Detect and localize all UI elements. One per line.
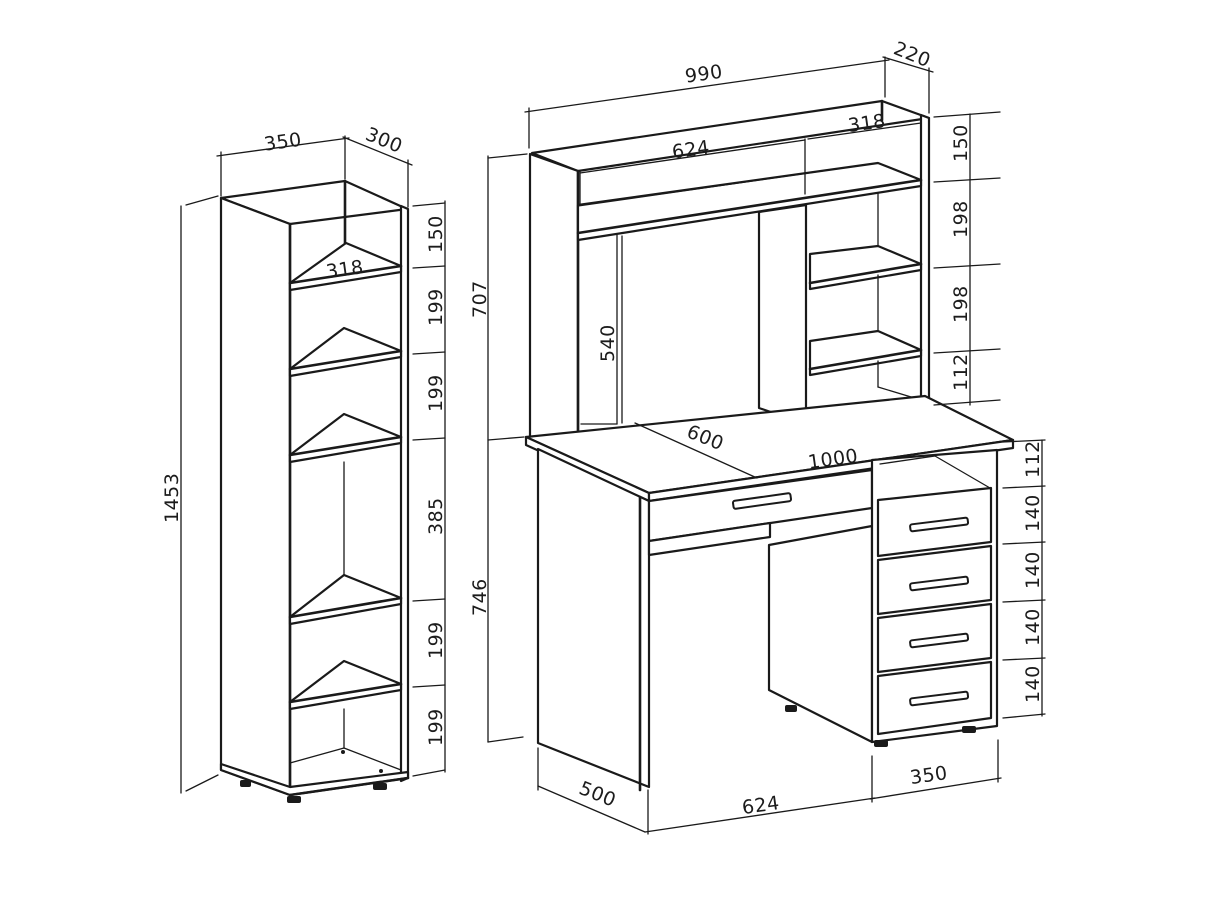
desk-foot [874, 740, 888, 747]
drawer-handle [909, 575, 970, 592]
rack-section-label: 385 [425, 497, 447, 535]
rack-shelf [288, 573, 403, 626]
pedestal-section-label: 140 [1022, 494, 1044, 532]
rack-foot [287, 796, 301, 803]
rack-section-label: 199 [425, 374, 447, 412]
keyboard-drawer-side [647, 521, 772, 557]
pedestal-section-label: 140 [1022, 665, 1044, 703]
pedestal-width-label: 350 [909, 762, 949, 789]
superstructure-left-side [528, 152, 580, 459]
desk-foot [962, 726, 976, 733]
desk-dimension-labels: 990 220 624 318 707 540 150 198 198 112 … [469, 38, 1044, 820]
rack-bottom-front [288, 776, 410, 797]
superstructure-section-label: 198 [950, 200, 972, 238]
pedestal-section-label: 140 [1022, 551, 1044, 589]
keyboard-drawer-handle [731, 492, 793, 510]
pedestal-drawers [876, 486, 993, 736]
rack-shelf [288, 659, 403, 711]
desk-left-leg [536, 447, 651, 789]
rack-foot [240, 780, 251, 787]
superstructure-partition [757, 203, 808, 426]
rack-shelf-front [288, 596, 403, 619]
superstructure-width-label: 990 [684, 61, 724, 88]
shelving-rack [219, 179, 410, 803]
pedestal-section-label: 112 [1022, 440, 1044, 478]
rack-section-label: 199 [425, 708, 447, 746]
drawer-handle [909, 690, 970, 707]
rack-height-label: 1453 [161, 473, 183, 523]
superstructure-inner-width-label: 624 [671, 136, 711, 163]
superstructure-side-width-label: 318 [847, 110, 887, 137]
rack-shelf-front [288, 682, 403, 704]
rack-shelf-front [288, 435, 403, 457]
superstructure-depth-label: 220 [890, 38, 933, 73]
desk-dimensions [487, 56, 1046, 835]
superstructure-right-side [919, 113, 931, 408]
pedestal-side [767, 524, 874, 744]
knee-space-width-label: 624 [741, 792, 781, 819]
rack-depth-label: 300 [362, 123, 405, 158]
depth-line [634, 422, 758, 479]
rack-section-label: 199 [425, 621, 447, 659]
superstructure-section-label: 150 [950, 124, 972, 162]
rack-shelf-width-label: 318 [325, 256, 365, 283]
rack-foot [373, 783, 387, 790]
pedestal-section-label: 140 [1022, 608, 1044, 646]
superstructure-height-label: 707 [469, 280, 491, 318]
rack-shelf-front [288, 349, 403, 371]
rack-bottom-inner [289, 747, 345, 764]
rack-section-label: 199 [425, 288, 447, 326]
rack-shelves [288, 241, 403, 773]
drawer-handle [909, 516, 970, 533]
desk-height-label: 746 [469, 578, 491, 616]
rack-left-side [219, 196, 292, 797]
computer-desk [524, 99, 1015, 792]
rack-screw [379, 769, 383, 773]
superstructure-section-label: 112 [950, 353, 972, 391]
rack-screw [341, 750, 345, 754]
rack-width-label: 350 [263, 129, 303, 156]
niche-height-label: 540 [597, 324, 619, 362]
rack-section-label: 150 [425, 215, 447, 253]
rack-right-side [399, 204, 410, 783]
superstructure-shelf [576, 161, 923, 242]
drawer-handle [909, 632, 970, 649]
rack-bottom-inner [343, 747, 402, 771]
rack-dimensions [180, 135, 446, 794]
rack-shelf [288, 326, 403, 378]
rack-shelf [288, 412, 403, 464]
superstructure-section-label: 198 [950, 285, 972, 323]
base-depth-label: 500 [576, 777, 619, 812]
rack-shelf-front [288, 264, 403, 285]
desk-foot [785, 705, 797, 712]
